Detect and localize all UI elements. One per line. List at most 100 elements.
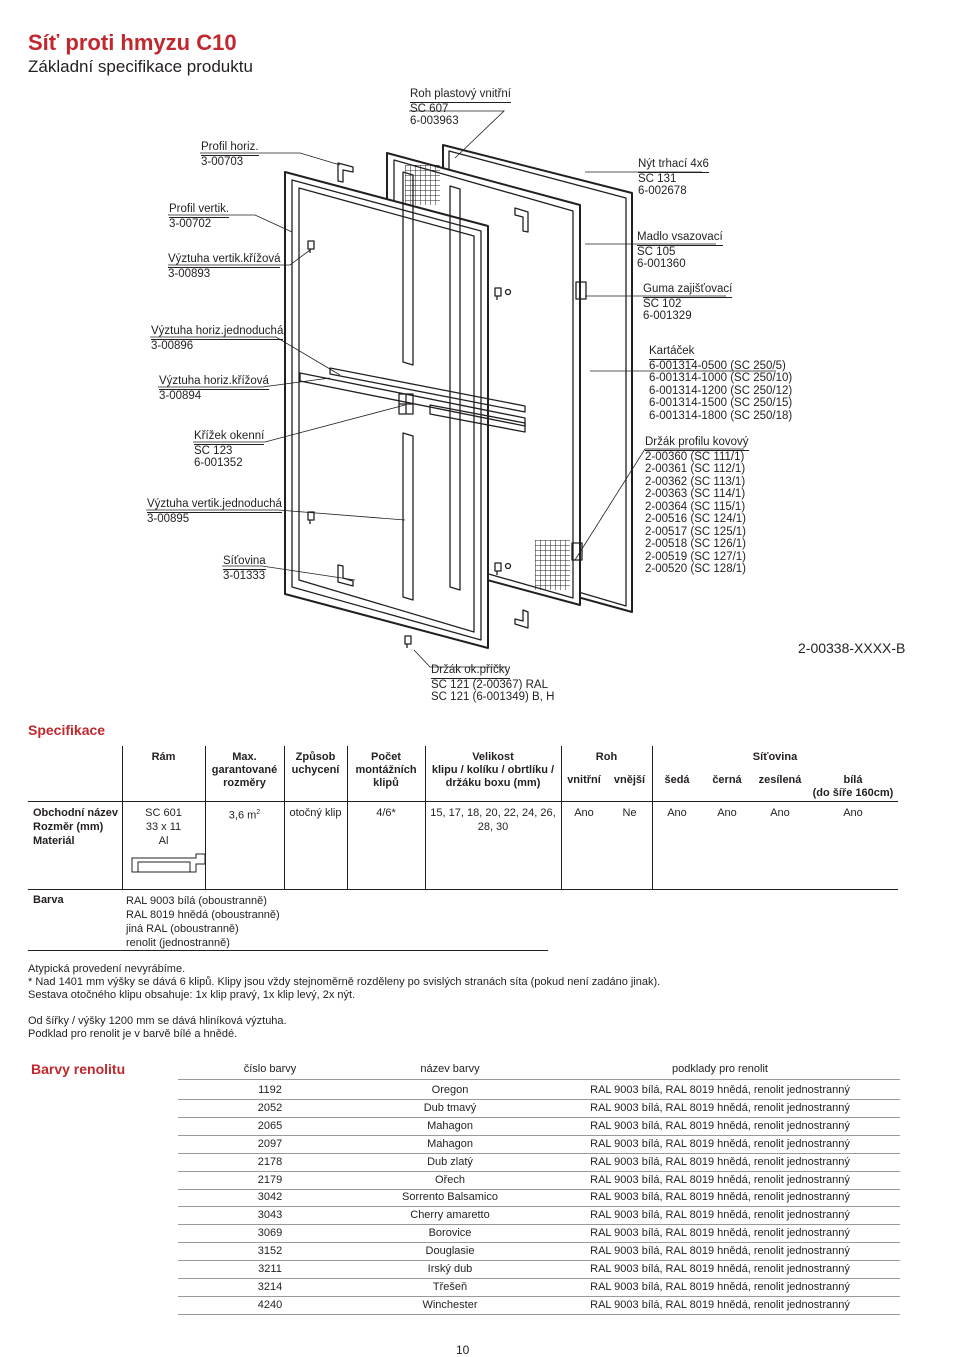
renolit-header-nazev: název barvy [420,1063,480,1075]
renolit-cell-cislo: 3211 [258,1263,282,1275]
renolit-cell-nazev: Cherry amaretto [410,1209,490,1221]
callout-profil-horiz: Profil horiz.3-00703 [201,141,259,168]
roh-vnitrni-value: Ano [574,807,594,819]
renolit-cell-podklady: RAL 9003 bílá, RAL 8019 hnědá, renolit j… [590,1120,850,1132]
renolit-cell-podklady: RAL 9003 bílá, RAL 8019 hnědá, renolit j… [590,1156,850,1168]
renolit-cell-podklady: RAL 9003 bílá, RAL 8019 hnědá, renolit j… [590,1245,850,1257]
renolit-row-divider [178,1242,900,1243]
renolit-row-divider [178,1260,900,1261]
renolit-cell-podklady: RAL 9003 bílá, RAL 8019 hnědá, renolit j… [590,1174,850,1186]
renolit-row-divider [178,1117,900,1118]
renolit-row-divider [178,1278,900,1279]
renolit-cell-cislo: 3069 [257,1227,283,1239]
renolit-header-podklady: podklady pro renolit [671,1063,768,1075]
header-ram: Rám [151,751,176,763]
part-number: 2-00338-XXXX-B [798,640,906,656]
page-number: 10 [456,1343,470,1357]
renolit-cell-nazev: Dub tmavý [423,1102,477,1114]
renolit-cell-cislo: 3043 [257,1209,283,1221]
renolit-cell-podklady: RAL 9003 bílá, RAL 8019 hnědá, renolit j… [590,1191,850,1203]
renolit-row-divider [178,1153,900,1154]
renolit-cell-nazev: Douglasie [425,1245,475,1257]
renolit-cell-podklady: RAL 9003 bílá, RAL 8019 hnědá, renolit j… [590,1281,850,1293]
renolit-cell-nazev: Mahagon [427,1120,473,1132]
renolit-row-divider [178,1314,900,1315]
page-title: Síť proti hmyzu C10 [28,30,237,55]
renolit-cell-podklady: RAL 9003 bílá, RAL 8019 hnědá, renolit j… [590,1102,850,1114]
renolit-cell-cislo: 1192 [258,1084,282,1096]
max-value: 3,6 m2 [228,809,261,822]
renolit-cell-podklady: RAL 9003 bílá, RAL 8019 hnědá, renolit j… [590,1209,850,1221]
renolit-cell-nazev: Irský dub [427,1263,473,1275]
spec-section-title: Specifikace [28,722,106,738]
velikost-value: 15, 17, 18, 20, 22, 24, 26,28, 30 [430,807,556,833]
renolit-section-title: Barvy renolitu [31,1061,126,1077]
renolit-cell-podklady: RAL 9003 bílá, RAL 8019 hnědá, renolit j… [590,1227,850,1239]
renolit-cell-nazev: Winchester [422,1299,478,1311]
header-sitovina: Síťovina [752,751,798,763]
renolit-cell-nazev: Sorrento Balsamico [402,1191,498,1203]
renolit-cell-cislo: 2065 [257,1120,283,1132]
header-sit-seda: šedá [664,774,690,786]
renolit-cell-cislo: 2178 [257,1156,283,1168]
sit-cerna-value: Ano [717,807,737,819]
renolit-row-divider [178,1171,900,1172]
sit-seda-value: Ano [667,807,687,819]
header-sit-cerna: černá [712,774,742,786]
sit-bila-value: Ano [843,807,863,819]
callout-profil-vertik: Profil vertik.3-00702 [169,203,230,230]
renolit-cell-nazev: Oregon [431,1084,469,1096]
barva-values: RAL 9003 bílá (oboustranně)RAL 8019 hněd… [126,895,280,949]
renolit-row-divider [178,1296,900,1297]
renolit-cell-podklady: RAL 9003 bílá, RAL 8019 hnědá, renolit j… [590,1084,850,1096]
roh-vnejsi-value: Ne [622,807,637,819]
renolit-cell-nazev: Borovice [428,1227,472,1239]
renolit-cell-cislo: 3042 [257,1191,283,1203]
pocet-value: 4/6* [376,807,396,819]
page-subtitle: Základní specifikace produktu [28,57,253,76]
renolit-cell-cislo: 4240 [257,1299,283,1311]
renolit-cell-cislo: 3214 [257,1281,283,1293]
renolit-cell-cislo: 2179 [257,1174,283,1186]
renolit-cell-nazev: Dub zlatý [427,1156,473,1168]
renolit-row-divider [178,1135,900,1136]
renolit-cell-podklady: RAL 9003 bílá, RAL 8019 hnědá, renolit j… [590,1263,850,1275]
renolit-cell-cislo: 3152 [257,1245,283,1257]
zpusob-value: otočný klip [289,807,342,819]
renolit-header-cislo: číslo barvy [243,1063,297,1075]
renolit-cell-nazev: Mahagon [427,1138,473,1150]
barva-label: Barva [33,894,64,906]
renolit-row-divider [178,1099,900,1100]
renolit-row-divider [178,1206,900,1207]
renolit-cell-cislo: 2097 [257,1138,283,1150]
notes: Atypická provedení nevyrábíme. * Nad 140… [28,963,661,1040]
renolit-cell-cislo: 2052 [257,1102,283,1114]
sit-zesilena-value: Ano [770,807,790,819]
renolit-row-divider [178,1189,900,1190]
renolit-cell-nazev: Třešeň [432,1281,468,1293]
renolit-cell-podklady: RAL 9003 bílá, RAL 8019 hnědá, renolit j… [590,1138,850,1150]
profile-section-icon [131,853,206,873]
header-roh-vnitrni: vnitřní [567,774,601,786]
renolit-cell-nazev: Ořech [435,1174,465,1186]
header-sit-zesilena: zesílená [758,774,802,786]
header-sit-bila: bílá(do šíře 160cm) [812,774,894,799]
